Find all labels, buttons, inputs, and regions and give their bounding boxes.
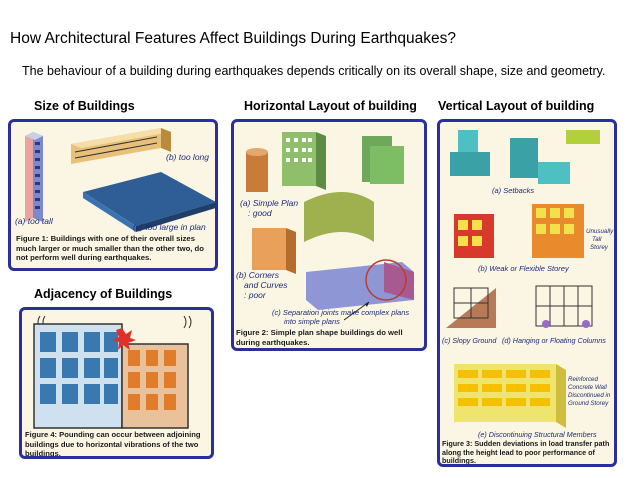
label-rc-1: Reinforced (568, 376, 598, 383)
figure-1-caption: Figure 1: Buildings with one of their ov… (16, 234, 204, 262)
label-too-large: (c) too large in plan (133, 222, 206, 232)
label-discontinuing: (e) Discontinuing Structural Members (478, 430, 597, 439)
label-rc-2: Concrete Wall (568, 384, 607, 391)
heading-horizontal: Horizontal Layout of building (244, 99, 417, 113)
label-and-curves: and Curves (244, 280, 288, 290)
label-too-long: (b) too long (166, 152, 209, 162)
label-rc-4: Ground Storey (568, 400, 609, 407)
figure-adjacency: Figure 4: Pounding can occur between adj… (19, 307, 214, 459)
size-illustration (25, 128, 215, 232)
label-poor: : poor (244, 290, 266, 300)
label-tall: Tall (592, 236, 602, 243)
page-title: How Architectural Features Affect Buildi… (10, 30, 457, 47)
label-hanging-columns: (d) Hanging or Floating Columns (502, 336, 606, 345)
label-simple-plan: (a) Simple Plan (240, 198, 299, 208)
heading-size: Size of Buildings (34, 99, 135, 113)
heading-vertical: Vertical Layout of building (438, 99, 595, 113)
figure-4-caption: Figure 4: Pounding can occur between adj… (25, 430, 201, 458)
label-separation-1: (c) Separation joints make complex plans (272, 308, 410, 317)
label-sloppy-ground: (c) Slopy Ground (442, 336, 497, 345)
heading-adjacency: Adjacency of Buildings (34, 287, 173, 301)
figure-size-of-buildings: (b) too long (a) too tall (c) too large … (8, 119, 218, 271)
label-too-tall: (a) too tall (15, 216, 53, 226)
horizontal-illustration (246, 132, 414, 321)
label-unusually: Unusually (586, 228, 614, 235)
label-weak-storey: (b) Weak or Flexible Storey (478, 264, 569, 273)
vertical-illustration (446, 130, 600, 428)
label-good: : good (248, 208, 272, 218)
page-subtitle: The behaviour of a building during earth… (22, 64, 606, 78)
label-setbacks: (a) Setbacks (492, 186, 535, 195)
label-storey: Storey (590, 244, 608, 251)
label-separation-2: into simple plans (284, 317, 340, 326)
figure-3-caption: Figure 3: Sudden deviations in load tran… (442, 439, 610, 465)
figure-vertical-layout: (a) Setbacks Unusually Tall Storey (b) W… (437, 119, 617, 467)
figure-2-caption: Figure 2: Simple plan shape buildings do… (236, 328, 403, 347)
adjacency-illustration (33, 315, 192, 429)
label-rc-3: Discontinued in (568, 392, 611, 399)
label-corners: (b) Corners (236, 270, 279, 280)
figure-horizontal-layout: (a) Simple Plan : good (b) Corners and C… (231, 119, 427, 351)
